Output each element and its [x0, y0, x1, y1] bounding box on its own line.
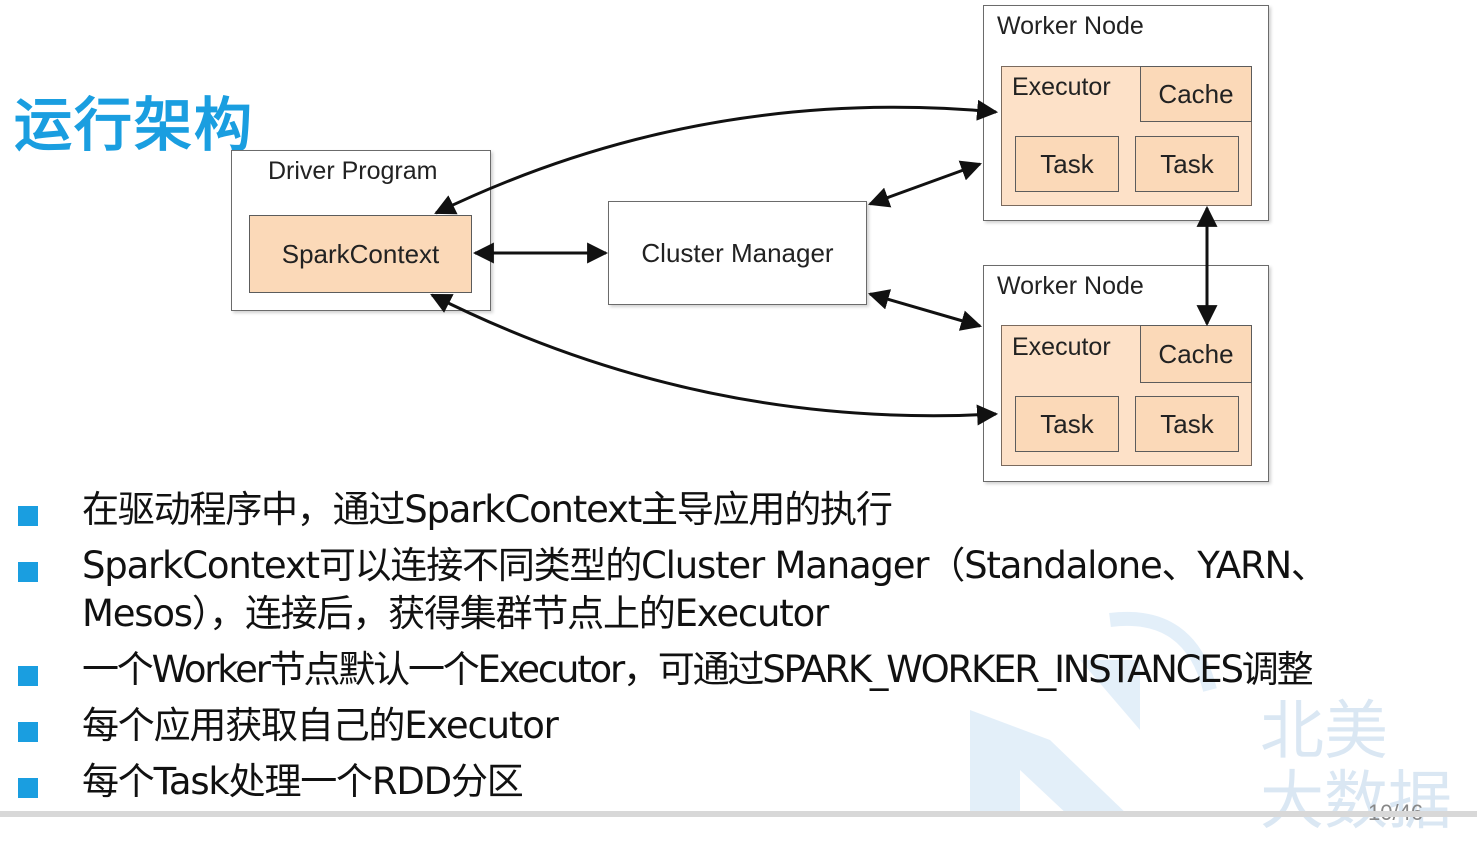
watermark-text-1: 北美: [1260, 695, 1388, 769]
bullet-text: 每个Task处理一个RDD分区: [82, 760, 524, 803]
bullet-item: 在驱动程序中，通过SparkContext主导应用的执行: [18, 486, 1473, 534]
arrow-driver-worker-2: [430, 293, 999, 426]
connector-arrows: [430, 99, 1218, 426]
arrow-driver-worker-1: [434, 99, 999, 215]
bullet-list: 在驱动程序中，通过SparkContext主导应用的执行 SparkContex…: [18, 486, 1473, 814]
worker-node-2-label: Worker Node: [997, 272, 1144, 300]
square-bullet-icon: [18, 778, 38, 798]
executor-2-label: Executor: [1012, 333, 1111, 361]
spark-context-box: SparkContext: [249, 215, 472, 293]
bullet-item: 一个Worker节点默认一个Executor，可通过SPARK_WORKER_I…: [18, 646, 1473, 694]
square-bullet-icon: [18, 562, 38, 582]
watermark-logo-icon: [970, 611, 1217, 817]
arrow-cluster-manager-worker-1: [868, 160, 982, 208]
worker-node-1-label: Worker Node: [997, 12, 1144, 40]
task-2b-box: Task: [1135, 396, 1239, 452]
slide-title: 运行架构: [14, 91, 255, 159]
task-1b-box: Task: [1135, 136, 1239, 192]
square-bullet-icon: [18, 722, 38, 742]
bullet-item: 每个应用获取自己的Executor: [18, 702, 1473, 750]
cache-1-box: Cache: [1140, 66, 1252, 122]
bullet-text: 一个Worker节点默认一个Executor，可通过SPARK_WORKER_I…: [82, 648, 1314, 691]
square-bullet-icon: [18, 506, 38, 526]
arrow-cluster-manager-worker-2: [867, 289, 983, 331]
executor-1-label: Executor: [1012, 73, 1111, 101]
square-bullet-icon: [18, 666, 38, 686]
cache-2-box: Cache: [1140, 325, 1252, 383]
bullet-text: 在驱动程序中，通过SparkContext主导应用的执行: [82, 488, 893, 531]
task-2a-box: Task: [1015, 396, 1119, 452]
bottom-bar: [0, 811, 1477, 817]
bullet-item: SparkContext可以连接不同类型的Cluster Manager（Sta…: [18, 542, 1473, 638]
bullet-item: 每个Task处理一个RDD分区: [18, 758, 1473, 806]
bullet-text: SparkContext可以连接不同类型的Cluster Manager（Sta…: [82, 544, 1328, 635]
driver-program-label: Driver Program: [268, 157, 438, 185]
task-1a-box: Task: [1015, 136, 1119, 192]
bullet-text: 每个应用获取自己的Executor: [82, 704, 559, 747]
